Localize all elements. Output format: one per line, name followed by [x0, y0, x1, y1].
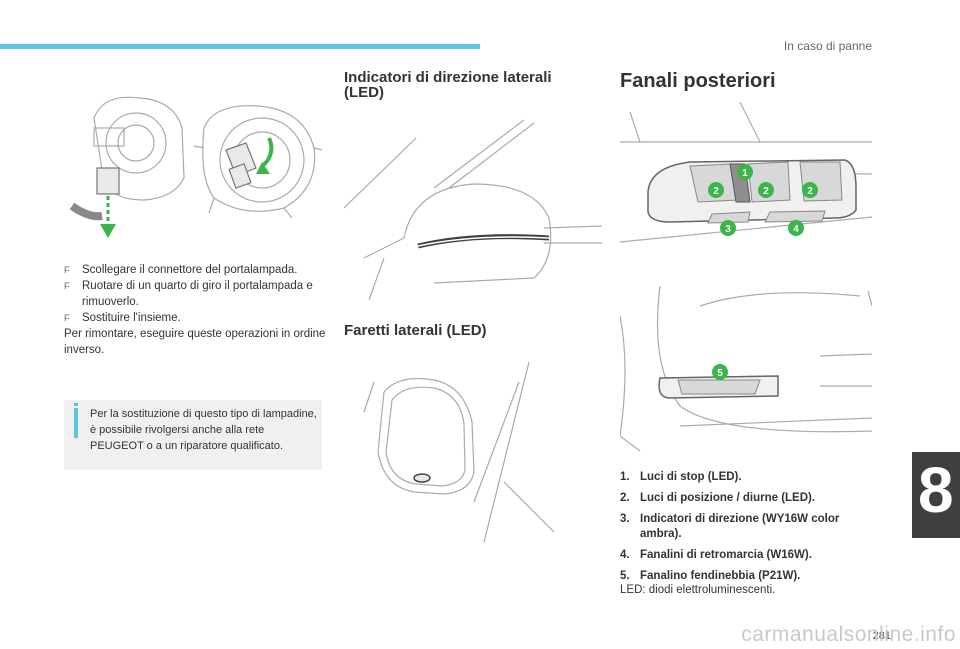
info-icon: [74, 403, 78, 406]
step-item: F Sostituire l'insieme.: [64, 310, 326, 326]
callout-5: 5: [717, 368, 723, 379]
legend-number: 4.: [620, 549, 630, 561]
legend-item: 5. Fanalino fendinebbia (P21W).: [620, 569, 870, 584]
heading-rear-lights: Fanali posteriori: [620, 70, 776, 92]
legend-text: Luci di stop (LED).: [640, 471, 742, 483]
bullet-icon: F: [64, 281, 70, 291]
chapter-title: In caso di panne: [783, 39, 872, 53]
callout-4: 4: [793, 224, 799, 235]
page-number: 281: [872, 630, 891, 642]
callout-1: 1: [742, 168, 748, 179]
info-icon-bar: [74, 408, 78, 438]
rear-fog-light-figure: 5: [620, 286, 872, 458]
legend-number: 3.: [620, 513, 630, 525]
mirror-side-light-figure: [344, 352, 602, 542]
info-box: Per la sostituzione di questo tipo di la…: [64, 400, 322, 470]
rear-light-cluster-figure: 1 2 2 2 3 4: [620, 102, 872, 252]
callout-3: 3: [725, 224, 731, 235]
legend-text: Luci di posizione / diurne (LED).: [640, 492, 816, 504]
led-definition: LED: diodi elettroluminescenti.: [620, 584, 776, 596]
watermark: carmanualsonline.info: [741, 623, 956, 646]
heading-side-indicators: Indicatori di direzione laterali (LED): [344, 69, 552, 101]
step-text: Sostituire l'insieme.: [82, 312, 181, 324]
info-text: Per la sostituzione di questo tipo di la…: [90, 408, 317, 452]
callout-2: 2: [713, 186, 719, 197]
legend-number: 1.: [620, 471, 630, 483]
header-accent-bar: [0, 44, 480, 49]
step-item: F Ruotare di un quarto di giro il portala…: [64, 278, 326, 310]
callout-2: 2: [807, 186, 813, 197]
legend-item: 2. Luci di posizione / diurne (LED).: [620, 491, 870, 506]
mirror-indicator-figure: [344, 118, 602, 300]
legend-item: 1. Luci di stop (LED).: [620, 470, 870, 485]
legend-item: 4. Fanalini di retromarcia (W16W).: [620, 548, 870, 563]
chapter-tab: 8: [912, 452, 960, 538]
step-text: Ruotare di un quarto di giro il portalam…: [82, 280, 313, 308]
step-item: F Scollegare il connettore del portalampa…: [64, 262, 326, 278]
bullet-icon: F: [64, 265, 70, 275]
heading-side-lights: Faretti laterali (LED): [344, 322, 487, 339]
legend-item: 3. Indicatori di direzione (WY16W color a…: [620, 512, 870, 542]
legend-number: 2.: [620, 492, 630, 504]
replacement-steps: F Scollegare il connettore del portalampa…: [64, 262, 326, 358]
lamp-holder-figure: [64, 88, 326, 248]
legend-text: Indicatori di direzione (WY16W color amb…: [640, 513, 840, 540]
legend-number: 5.: [620, 570, 630, 582]
bullet-icon: F: [64, 313, 70, 323]
legend-text: Fanalino fendinebbia (P21W).: [640, 570, 801, 582]
legend-text: Fanalini di retromarcia (W16W).: [640, 549, 812, 561]
reassembly-note: Per rimontare, eseguire queste operazion…: [64, 328, 326, 356]
chapter-number: 8: [918, 454, 954, 526]
rear-lights-legend: 1. Luci di stop (LED). 2. Luci di posizion…: [620, 470, 870, 590]
step-text: Scollegare il connettore del portalampad…: [82, 264, 298, 276]
callout-2: 2: [763, 186, 769, 197]
